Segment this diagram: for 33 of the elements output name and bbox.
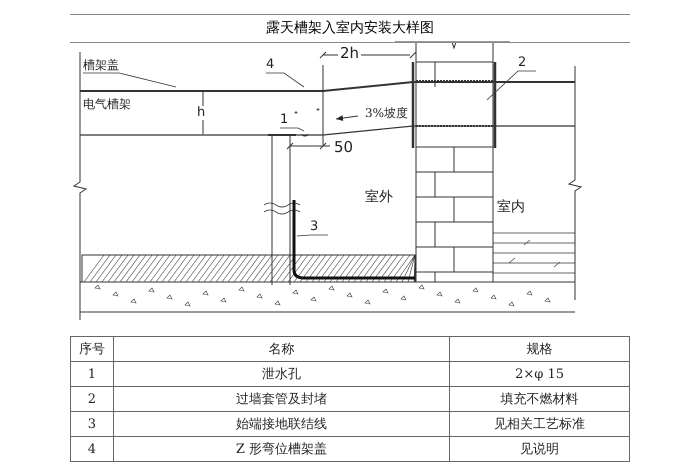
- table-cell: 见说明: [450, 436, 630, 462]
- area-label: 室内: [497, 200, 525, 214]
- dimension-label: 2h: [338, 46, 362, 60]
- callout-number: 4: [266, 58, 274, 72]
- part-label: 电气槽架: [83, 97, 131, 111]
- dimension-label: 50: [334, 140, 354, 154]
- table-cell: 见相关工艺标准: [450, 412, 630, 436]
- leader-line: [280, 128, 304, 132]
- table-cell: 始端接地联结线: [113, 412, 450, 436]
- table-cell: 1: [70, 362, 114, 386]
- callout-label: 槽架盖: [83, 58, 119, 72]
- table-cell: 2×φ 15: [450, 362, 630, 386]
- dimension-label: h: [195, 106, 208, 120]
- table-cell: 泄水孔: [113, 362, 450, 386]
- table-cell: Z 形弯位槽架盖: [113, 436, 450, 462]
- callout-number: 1: [280, 113, 288, 127]
- callout-number: 3: [310, 220, 318, 234]
- diagram-title: 露天槽架入室内安装大样图: [70, 14, 630, 43]
- callout-number: 2: [518, 56, 526, 70]
- leader-line: [296, 234, 328, 236]
- slope-label: 3%坡度: [365, 106, 408, 120]
- table-cell: 2: [70, 386, 114, 412]
- table-cell: 填充不燃材料: [450, 386, 630, 412]
- table-header: 规格: [450, 336, 630, 362]
- area-label: 室外: [365, 190, 393, 204]
- table-cell: 3: [70, 412, 114, 436]
- table-header: 序号: [70, 336, 114, 362]
- table-cell: 4: [70, 436, 114, 462]
- leader-line: [486, 70, 536, 100]
- table-cell: 过墙套管及封堵: [113, 386, 450, 412]
- leader-line: [266, 72, 304, 88]
- table-header: 名称: [113, 336, 450, 362]
- leader-line: [82, 72, 176, 88]
